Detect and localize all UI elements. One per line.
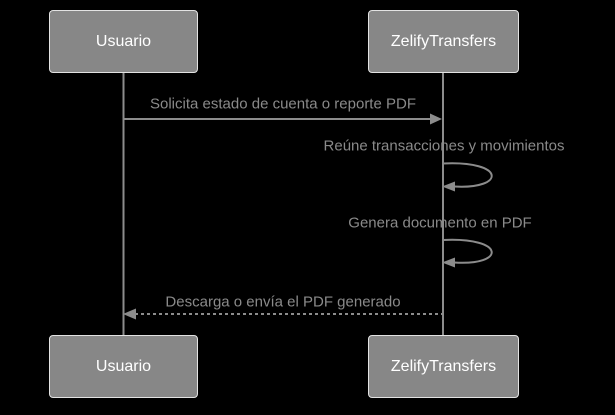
actor-zelifytransfers-top: ZelifyTransfers — [368, 10, 519, 73]
message-4-arrowhead — [123, 308, 136, 320]
actor-zelifytransfers-bottom-label: ZelifyTransfers — [390, 357, 497, 375]
message-3-label: Genera documento en PDF — [348, 214, 532, 232]
actor-usuario-bottom-label: Usuario — [95, 357, 152, 375]
actor-zelifytransfers-bottom: ZelifyTransfers — [368, 335, 519, 398]
message-1-label: Solicita estado de cuenta o reporte PDF — [150, 95, 416, 113]
actor-zelifytransfers-top-label: ZelifyTransfers — [390, 32, 497, 50]
message-3-self-loop — [442, 238, 493, 264]
actor-usuario-top-label: Usuario — [95, 32, 152, 50]
message-1-arrowhead — [430, 113, 442, 125]
message-3-arrowhead — [442, 257, 455, 268]
actor-usuario-bottom: Usuario — [49, 335, 198, 398]
message-4-label: Descarga o envía el PDF generado — [165, 293, 401, 311]
message-2-arrowhead — [442, 181, 455, 192]
message-2-label: Reúne transacciones y movimientos — [323, 137, 565, 155]
message-2-self-loop — [442, 162, 493, 188]
actor-usuario-top: Usuario — [49, 10, 198, 73]
